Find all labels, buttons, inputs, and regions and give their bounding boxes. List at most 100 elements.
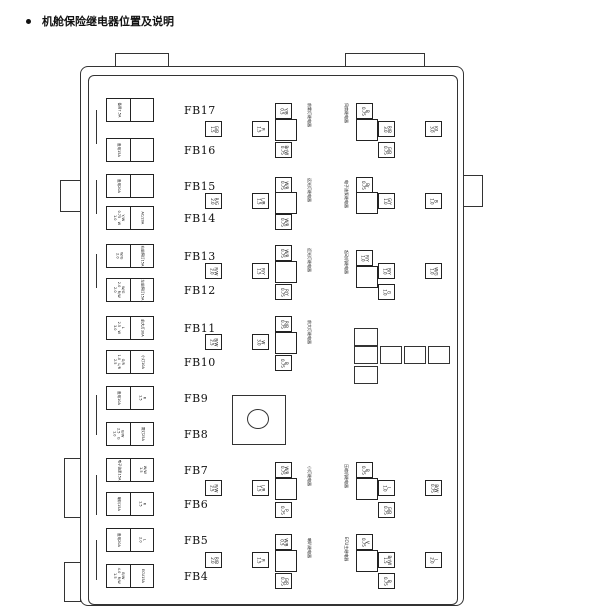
relay-socket (275, 478, 297, 500)
terminal-code: R/W 2.5 (209, 483, 219, 493)
fuse-label: FB8 (184, 428, 209, 441)
relay-terminal: P 0.75 (275, 502, 292, 518)
terminal-code: R/B 2.0 (209, 556, 219, 564)
relay-terminal: R/W 2.0 (205, 263, 222, 279)
relay-terminal: G/B 0.75 (378, 142, 395, 158)
relay-name: 近光灯继电器 (307, 248, 312, 272)
relay-terminal: B 0.75 (275, 355, 292, 371)
terminal-code: P 0.75 (279, 505, 289, 515)
relay-name: 起动机继电器 (344, 250, 349, 274)
bullet-icon (26, 18, 31, 24)
top-tab-right (345, 53, 425, 67)
relay-terminal: R/Y 1.5 (252, 263, 269, 279)
terminal-code: L/B 1.5 (256, 197, 266, 205)
terminal-code: L/R 1.5 (256, 484, 266, 492)
fuse-rating: 备用10A (117, 391, 122, 405)
terminal-code: G/B 0.75 (382, 505, 392, 515)
terminal-code: W 3.0 (256, 338, 266, 346)
fuse-wire: Y/W 0.75 W 1.0 (113, 210, 126, 226)
terminal-code: G/Y 1.0 (382, 197, 392, 205)
terminal-code: B 0.75 (360, 106, 370, 116)
fuse-rating: 备用15A (117, 143, 122, 157)
terminal-code: V 0.75 (360, 537, 370, 547)
fuse-rating: 小灯10A (140, 355, 145, 369)
fuse-label: FB13 (184, 250, 216, 263)
terminal-code: B 1.0 (429, 197, 439, 205)
relay-name: 远光灯继电器 (307, 178, 312, 202)
fuse-fb12: W/G 2.0 R/W 2.0 左前照灯15A (106, 278, 154, 302)
fuse-fb15: 备用20A (106, 174, 154, 198)
fuse-label: FB6 (184, 498, 209, 511)
relay-terminal: R/B 3.0 (378, 121, 395, 137)
relay-name: 电子油泵继电器 (344, 180, 349, 208)
fuse-rating: 备用7.5A (117, 102, 122, 118)
fuse-rating: ECU15A (140, 568, 145, 584)
terminal-code: W/R 0.75 (279, 180, 289, 190)
fuse-fb6: 喇叭15A R 1.5 (106, 492, 154, 516)
fuse-fb16: 备用15A (106, 138, 154, 162)
terminal-code: Br 0.75 (360, 180, 370, 190)
fuse-label: FB4 (184, 570, 209, 583)
fuse-wire: W/G 2.0 R/W 2.0 (113, 282, 126, 298)
fuse-label: FB11 (184, 322, 216, 335)
terminal-code: G/B 1.5 (209, 125, 219, 133)
fuse-wire: R 1.5 (138, 395, 147, 401)
relay-terminal: G/B 1.5 (205, 121, 222, 137)
fuse-rating: 左前照灯15A (140, 279, 145, 301)
fuse-rating: 前大灯30A (140, 319, 145, 337)
relay-socket (275, 119, 297, 141)
fuse-wire: R 1.5 (138, 501, 147, 507)
terminal-code: Y/B 0.5 (279, 107, 289, 115)
relay-terminal: G/R 0.75 (275, 573, 292, 589)
relay-socket (356, 192, 378, 214)
fuse-label: FB10 (184, 356, 216, 369)
relay-terminal: K/L 3.0 (425, 121, 442, 137)
relay-name: 喇叭继电器 (307, 538, 312, 558)
fuse-wire: B/W 4.0 R/W 1.5 (113, 568, 126, 584)
spare-slot (380, 346, 402, 364)
relay-socket (275, 550, 297, 572)
terminal-code: G/R 0.75 (279, 576, 289, 586)
relay-terminal: R/Y 1.0 (356, 250, 373, 266)
fuse-fb14: Y/W 0.75 W 1.0 AC/20A (106, 206, 154, 230)
terminal-code: G/B 0.75 (382, 145, 392, 155)
spare-slot (428, 346, 450, 364)
fuse-rating: 备用20A (117, 179, 122, 193)
relay-terminal: G/Y 1.0 (378, 193, 395, 209)
heading-text: 机舱保险继电器位置及说明 (42, 15, 174, 28)
relay-terminal: L 1.0 (378, 480, 395, 496)
fuse-fb9: 备用10A R 1.5 (106, 386, 154, 410)
fuse-rating: 喇叭15A (117, 497, 122, 511)
spare-slot (404, 346, 426, 364)
spare-slot (354, 366, 378, 384)
fuse-label: FB14 (184, 212, 216, 225)
relay-terminal: L 2.0 (425, 552, 442, 568)
fuse-label: FB12 (184, 284, 216, 297)
relay-terminal: B/Y 1.0 (378, 263, 395, 279)
terminal-code: R/B 3.0 (382, 125, 392, 133)
relay-terminal: W/R 0.75 (275, 214, 292, 230)
relay-terminal: B/W 0.75 (425, 480, 442, 496)
relay-terminal: W 3.0 (252, 334, 269, 350)
relay-name: 小灯继电器 (307, 466, 312, 486)
terminal-code: B/W 0.75 (429, 483, 439, 493)
relay-terminal: R 1.5 (252, 121, 269, 137)
side-tab-left (60, 180, 81, 212)
relay-name: 压缩机继电器 (344, 464, 349, 488)
relay-terminal: R/Y 0.75 (275, 284, 292, 300)
fuse-label: FB7 (184, 464, 209, 477)
terminal-code: W/R 0.75 (279, 465, 289, 475)
relay-terminal: G 1.0 (378, 284, 395, 300)
relay-terminal: R/G 2.0 (205, 193, 222, 209)
bracket-line (96, 475, 97, 515)
fuse-rating: 右前照灯15A (140, 245, 145, 267)
terminal-code: B 0.75 (279, 358, 289, 368)
mount-plate (232, 395, 286, 445)
bracket-line (96, 254, 97, 288)
relay-terminal: Br 0.75 (356, 177, 373, 193)
fuse-fb7: 电子油泵15A W/W 1.5 (106, 458, 154, 482)
fuse-fb5: 备用20A L 2.0 (106, 528, 154, 552)
fuse-rating: 电子油泵15A (117, 459, 122, 481)
relay-name: ECU主继电器 (344, 537, 349, 562)
